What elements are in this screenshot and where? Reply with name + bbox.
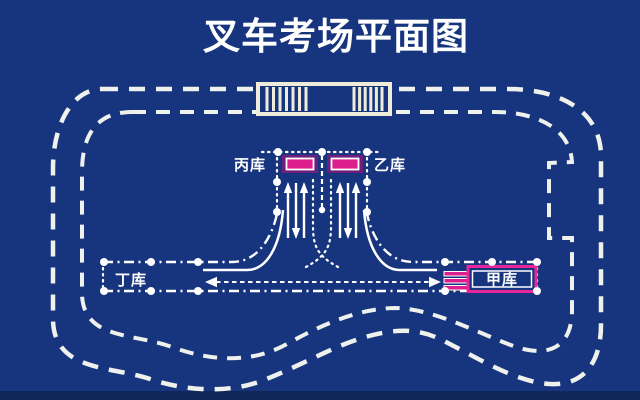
- warehouse-c-label: 丙库: [234, 156, 266, 174]
- two-way-arrow: [205, 276, 441, 288]
- page-title: 叉车考场平面图: [203, 15, 469, 58]
- footer-strip: [0, 391, 640, 400]
- fork-stripes: [443, 271, 469, 291]
- track-outer-boundary: [50, 86, 604, 392]
- building-stripes-left: [265, 87, 308, 111]
- u-turn-path: [304, 178, 340, 269]
- road-edges-solid: [203, 209, 437, 272]
- warehouse-a-symbol: 甲库: [443, 265, 538, 293]
- warehouse-c-symbol: [282, 155, 318, 173]
- building: [256, 82, 392, 116]
- warehouse-d-label: 丁库: [115, 271, 147, 289]
- flow-arrows-right: [335, 182, 361, 239]
- warehouse-b-symbol: [327, 155, 363, 173]
- road-edges-dashdot: [103, 213, 537, 293]
- flow-arrows-left: [283, 182, 309, 239]
- warehouse-b-label: 乙库: [374, 156, 406, 174]
- path-node-dots: [100, 148, 541, 295]
- warehouse-a-label: 甲库: [486, 271, 518, 289]
- building-stripes-right: [352, 87, 384, 111]
